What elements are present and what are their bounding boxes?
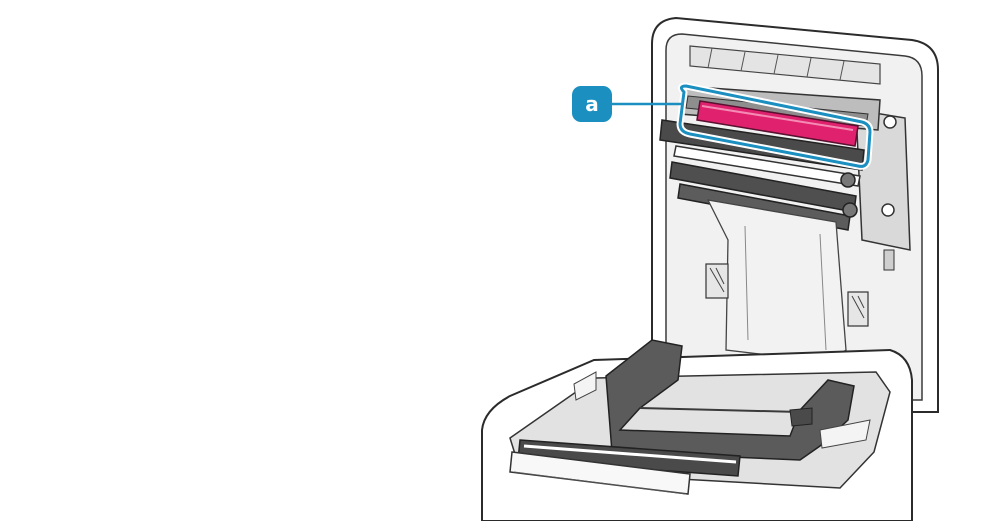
callout-a: a (572, 82, 874, 170)
callout-label: a (585, 92, 599, 116)
cover-side-markers (705, 263, 869, 327)
printer-body (481, 339, 913, 521)
callout-badge (572, 86, 612, 122)
